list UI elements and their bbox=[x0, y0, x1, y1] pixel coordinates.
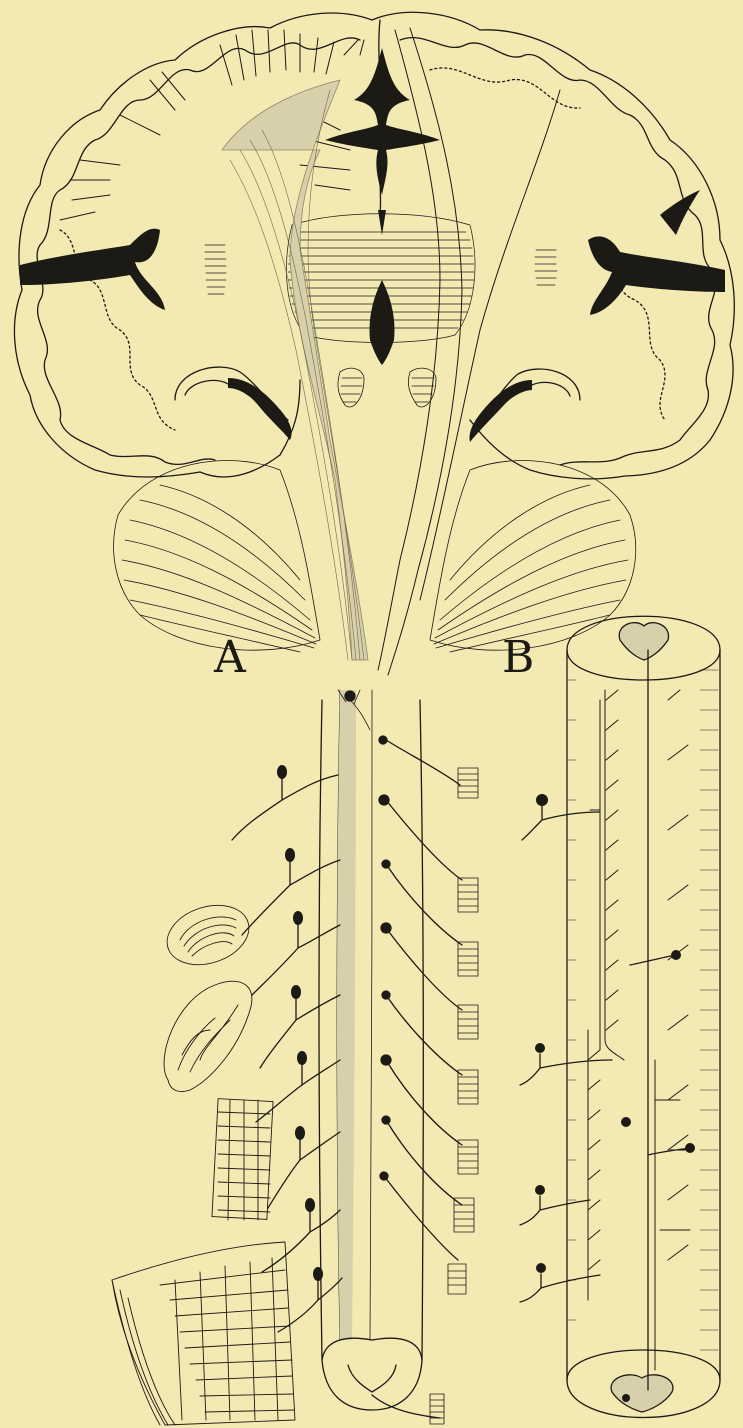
muscle-fibers-a bbox=[430, 768, 478, 1424]
muscle-spindle bbox=[212, 1099, 273, 1220]
right-upper-sulcus bbox=[660, 190, 700, 235]
b-sensory-fibers bbox=[520, 806, 612, 1302]
right-lateral-sulcus bbox=[588, 236, 725, 315]
panel-b-spinal-cord bbox=[520, 616, 720, 1417]
right-gyri-dotted bbox=[430, 68, 665, 420]
fiber-tracts bbox=[222, 28, 560, 675]
end-bulb bbox=[164, 981, 252, 1091]
cord-bottom-section bbox=[322, 1338, 422, 1410]
brain-coronal-section bbox=[14, 12, 734, 652]
b-motor-fibers bbox=[630, 955, 690, 1155]
cerebellum-striated bbox=[114, 460, 636, 652]
skin-section bbox=[112, 1242, 295, 1425]
cord-tract-shading bbox=[337, 690, 356, 1340]
panel-a-label: A bbox=[214, 636, 246, 680]
cord-right-wall bbox=[420, 700, 423, 1360]
sensory-endings-a bbox=[112, 895, 295, 1425]
cylinder-shading bbox=[700, 670, 718, 1350]
left-temporal-curl-fill bbox=[228, 378, 292, 440]
efferent-nerves bbox=[372, 740, 462, 1418]
third-ventricle bbox=[370, 280, 395, 365]
cylinder-bottom-rim bbox=[567, 1350, 720, 1380]
panel-b-label: B bbox=[502, 636, 534, 680]
cord-inner-right bbox=[370, 690, 372, 1340]
cylinder-top-gray-matter bbox=[619, 623, 668, 660]
b-collaterals bbox=[588, 690, 690, 1370]
cylinder-outline bbox=[567, 616, 720, 1417]
right-projection-fibers bbox=[378, 28, 560, 675]
cylinder-bottom-gray-matter bbox=[611, 1375, 673, 1412]
cord-left-wall bbox=[319, 700, 322, 1360]
cylinder-left-hatch bbox=[568, 680, 576, 1320]
sensory-ganglia-a bbox=[232, 765, 342, 1332]
pyramidal-tract-bundle bbox=[222, 80, 368, 660]
right-temporal-curl-fill bbox=[469, 380, 532, 442]
panel-a-spinal-cord bbox=[112, 690, 478, 1425]
